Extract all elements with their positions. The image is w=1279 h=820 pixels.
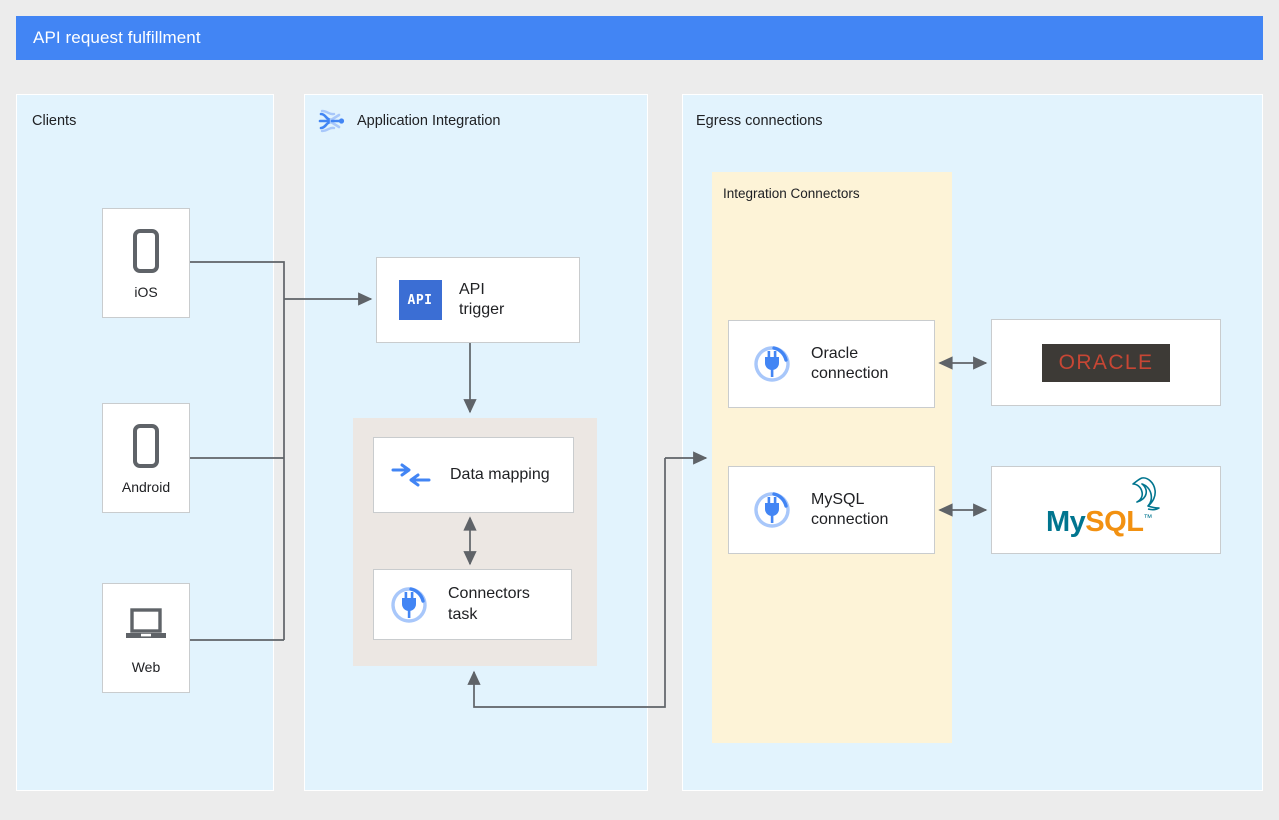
- mysql-my-text: My: [1046, 506, 1086, 538]
- node-client-ios[interactable]: iOS: [102, 208, 190, 318]
- dolphin-icon: [1112, 475, 1164, 520]
- group-integration-connectors-label: Integration Connectors: [723, 186, 860, 201]
- node-data-mapping[interactable]: Data mapping: [373, 437, 574, 513]
- node-connectors-task[interactable]: Connectors task: [373, 569, 572, 640]
- node-api-trigger[interactable]: API API trigger: [376, 257, 580, 343]
- connector-plug-icon: [749, 487, 795, 533]
- connector-plug-icon: [386, 582, 432, 628]
- node-oracle-connection[interactable]: Oracle connection: [728, 320, 935, 408]
- node-oracle-connection-label: Oracle connection: [811, 344, 889, 382]
- node-client-web-label: Web: [131, 658, 161, 675]
- zone-clients-label: Clients: [32, 113, 77, 129]
- mysql-wordmark: MySQL™: [1046, 506, 1152, 539]
- node-client-ios-label: iOS: [134, 283, 158, 300]
- application-integration-icon: [317, 106, 347, 136]
- mysql-sql-text: SQL: [1085, 506, 1144, 538]
- diagram-title-bar: API request fulfillment: [16, 16, 1263, 60]
- laptop-icon: [123, 602, 169, 650]
- node-mysql-system[interactable]: MySQL™: [991, 466, 1221, 554]
- node-mysql-connection-label: MySQL connection: [811, 490, 889, 528]
- data-mapping-icon: [388, 452, 434, 498]
- node-client-android-label: Android: [121, 478, 171, 495]
- phone-icon: [123, 227, 169, 275]
- oracle-logo-text: ORACLE: [1058, 350, 1154, 374]
- node-client-android[interactable]: Android: [102, 403, 190, 513]
- node-mysql-connection[interactable]: MySQL connection: [728, 466, 935, 554]
- node-data-mapping-label: Data mapping: [450, 465, 550, 483]
- mysql-trademark: ™: [1143, 512, 1152, 523]
- zone-egress-connections-label: Egress connections: [696, 113, 823, 129]
- zone-application-integration-label: Application Integration: [357, 113, 501, 129]
- api-badge-text: API: [407, 292, 433, 308]
- api-badge-icon: API: [397, 277, 443, 323]
- node-api-trigger-label: API trigger: [459, 280, 505, 318]
- group-integration-connectors: [712, 172, 952, 743]
- node-client-web[interactable]: Web: [102, 583, 190, 693]
- node-connectors-task-label: Connectors task: [448, 585, 530, 623]
- connector-plug-icon: [749, 341, 795, 387]
- node-oracle-system[interactable]: ORACLE: [991, 319, 1221, 406]
- page-title: API request fulfillment: [33, 28, 201, 47]
- mysql-logo: MySQL™: [1046, 477, 1166, 541]
- phone-icon: [123, 422, 169, 470]
- oracle-logo: ORACLE: [1042, 343, 1170, 382]
